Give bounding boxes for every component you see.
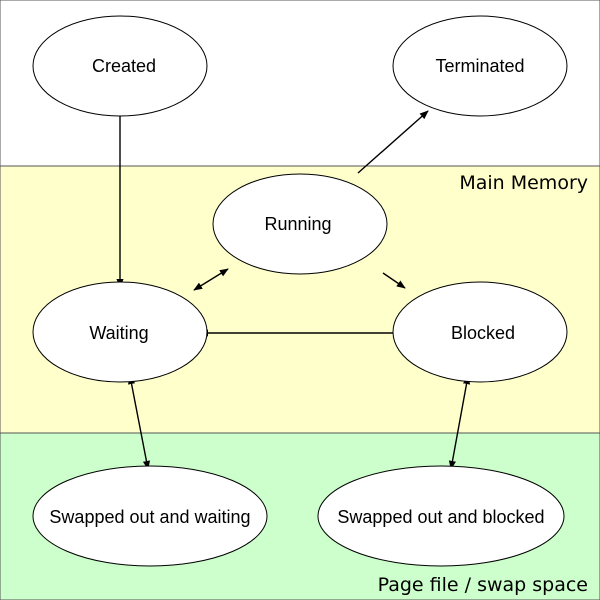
node-blocked: Blocked (392, 281, 568, 383)
edges (116, 110, 471, 470)
edge-running-waiting (193, 268, 229, 291)
edge-running-to-blocked (382, 272, 406, 289)
node-swapped-waiting: Swapped out and waiting (32, 465, 268, 567)
node-created-label: Created (92, 56, 156, 76)
edge-running-to-terminated (357, 110, 429, 174)
node-blocked-label: Blocked (451, 323, 515, 343)
node-swapped-waiting-label: Swapped out and waiting (49, 507, 250, 527)
node-swapped-blocked-label: Swapped out and blocked (337, 507, 544, 527)
node-running-label: Running (264, 214, 331, 234)
edge-waiting-swapped-waiting (128, 375, 150, 470)
node-swapped-blocked: Swapped out and blocked (317, 465, 565, 567)
node-waiting: Waiting (32, 281, 208, 383)
edge-blocked-swapped-blocked (448, 375, 471, 470)
node-running: Running (212, 173, 388, 275)
main-memory-label: Main Memory (459, 172, 588, 194)
node-created: Created (32, 15, 208, 117)
swap-space-label: Page file / swap space (378, 574, 588, 596)
node-terminated-label: Terminated (435, 56, 524, 76)
node-waiting-label: Waiting (89, 323, 148, 343)
node-terminated: Terminated (392, 15, 568, 117)
